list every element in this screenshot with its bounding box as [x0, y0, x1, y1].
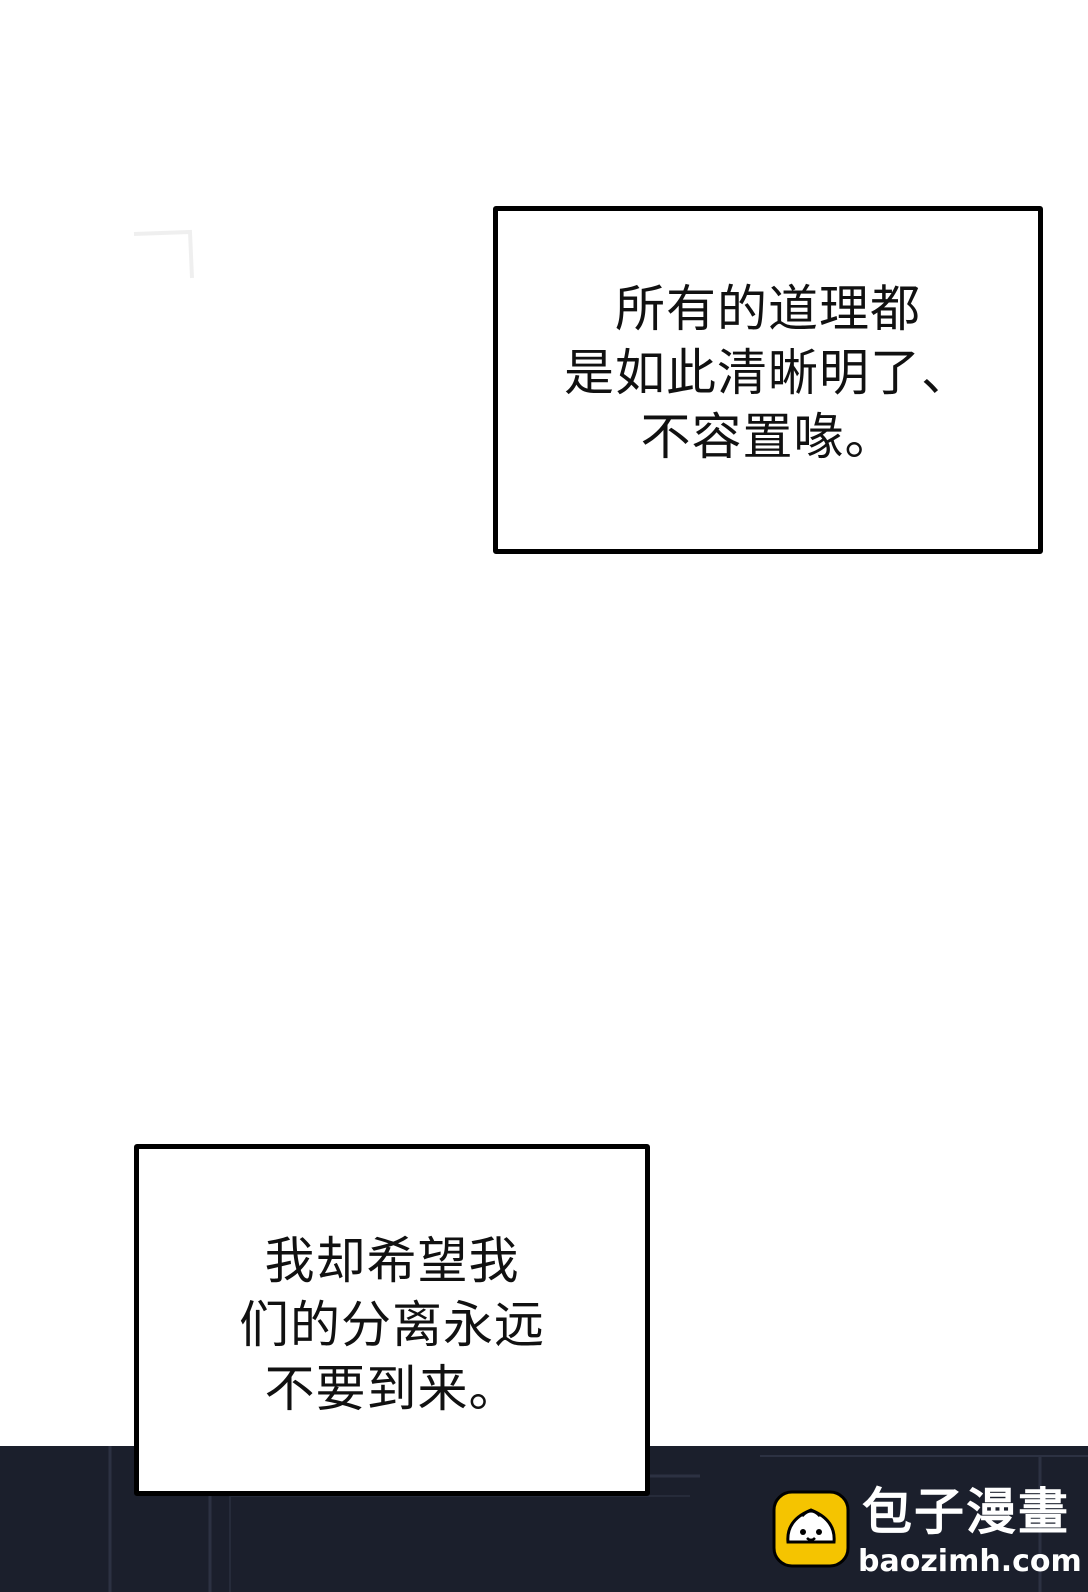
watermark-site-name: 包子漫畫 [862, 1483, 1070, 1541]
site-watermark[interactable]: 包子漫畫 baozimh.com [772, 1483, 1082, 1580]
narration-line: 不要到来。 [264, 1360, 520, 1418]
faint-sketch-mark [133, 229, 194, 279]
narration-line: 们的分离永远 [239, 1296, 545, 1354]
narration-box-top: 所有的道理都 是如此清晰明了、 不容置喙。 [493, 206, 1043, 554]
narration-line: 所有的道理都 [615, 280, 921, 338]
narration-box-bottom: 我却希望我 们的分离永远 不要到来。 [134, 1144, 650, 1496]
watermark-site-url: baozimh.com [858, 1544, 1082, 1579]
narration-line: 我却希望我 [264, 1232, 520, 1290]
bun-mascot-icon [772, 1490, 850, 1568]
narration-line: 不容置喙。 [640, 408, 896, 466]
narration-line: 是如此清晰明了、 [564, 344, 972, 402]
